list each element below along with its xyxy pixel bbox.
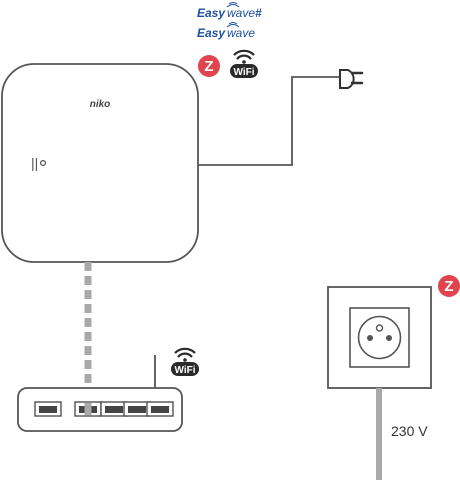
- power-plug-icon: [339, 69, 364, 89]
- easywave-logo-bottom: Easy wave: [197, 22, 255, 40]
- socket-zigbee-mark: Z: [444, 278, 453, 295]
- hub-brand-logo: niko: [90, 99, 111, 110]
- router-wifi-badge-label: WiFi: [174, 365, 195, 376]
- wifi-badge-label: WiFi: [233, 67, 254, 78]
- voltage-label: 230 V: [391, 423, 428, 439]
- hub-led: [39, 159, 47, 167]
- power-cable: [198, 76, 340, 166]
- router-port-3: [100, 401, 128, 417]
- smart-hub: niko ||: [1, 63, 199, 263]
- router-port-1: [34, 401, 62, 417]
- wall-socket-icon: [327, 286, 432, 389]
- zigbee-icon: Z: [198, 55, 220, 77]
- hub-indicator: ||: [31, 155, 38, 171]
- easywave-bottom-suffix: wave: [227, 26, 255, 40]
- easywave-top-brand: Easy: [197, 6, 226, 20]
- network-router-icon: [17, 355, 183, 432]
- easywave-bottom-brand: Easy: [197, 26, 226, 40]
- wifi-icon: WiFi: [230, 49, 258, 78]
- router-port-5: [146, 401, 174, 417]
- easywave-logo-top: Easy wave #: [197, 2, 262, 20]
- router-ports: [34, 401, 174, 417]
- socket-zigbee-icon: Z: [438, 275, 460, 297]
- zigbee-mark: Z: [204, 58, 213, 75]
- easywave-top-mark: #: [255, 6, 262, 20]
- easywave-top-suffix: wave: [227, 6, 255, 20]
- router-port-4: [123, 401, 151, 417]
- smart-hub-icon: [1, 63, 199, 263]
- router-wifi-icon: WiFi: [171, 347, 199, 376]
